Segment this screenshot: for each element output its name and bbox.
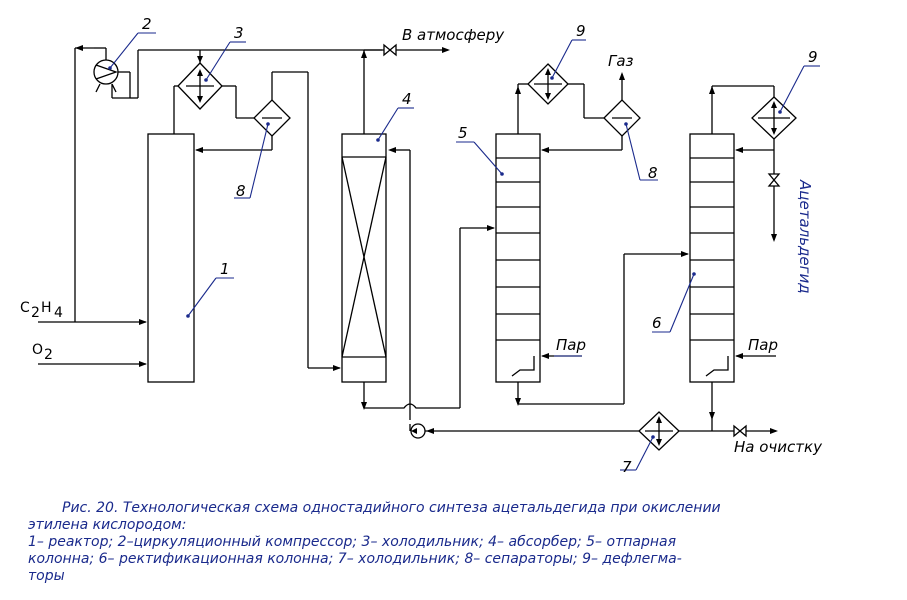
svg-text:2: 2 [44, 347, 53, 363]
svg-text:O: O [32, 342, 43, 358]
leader-6 [652, 272, 696, 333]
rectification-column-6 [689, 133, 735, 383]
callout-1: 1 [220, 260, 230, 278]
leader-3 [204, 41, 246, 82]
cooler-7 [638, 411, 680, 451]
label-acetaldehyde: Ацетальдегид [796, 179, 814, 294]
caption-line-5: торы [28, 568, 65, 584]
label-steam-5: Пар [556, 336, 586, 354]
callout-4: 4 [402, 90, 412, 108]
return-pump [410, 423, 426, 439]
label-gas: Газ [608, 52, 634, 70]
callout-2: 2 [142, 15, 152, 33]
reactor-1 [147, 133, 195, 383]
cooler-3 [177, 62, 223, 110]
leader-1 [186, 277, 234, 318]
callout-9a: 9 [576, 22, 586, 40]
leader-2 [108, 32, 156, 70]
label-ethylene: C 2 H 4 [20, 300, 63, 321]
label-oxygen: O 2 [32, 342, 53, 363]
callout-8b: 8 [648, 164, 658, 182]
atmosphere-valve [383, 43, 397, 57]
stripping-column-5 [495, 133, 541, 383]
callout-5: 5 [458, 124, 468, 142]
svg-text:4: 4 [54, 305, 63, 321]
callout-9b: 9 [808, 48, 818, 66]
dephlegmator-9b [751, 96, 797, 140]
leader-5 [456, 141, 504, 176]
purification-valve [733, 424, 747, 438]
compressor-2 [93, 59, 119, 93]
label-steam-6: Пар [748, 336, 778, 354]
dephlegmator-9a [527, 63, 569, 105]
callout-3: 3 [234, 24, 244, 42]
svg-text:2: 2 [31, 305, 40, 321]
caption-line-4: колонна; 6– ректификационная колонна; 7–… [28, 551, 682, 567]
leader-9a [550, 39, 586, 80]
caption-line-3: 1– реактор; 2–циркуляционный компрессор;… [28, 534, 676, 550]
separator-8b [603, 99, 641, 137]
process-flow-diagram: C 2 H 4 O 2 В атмосферу Газ Пар Пар Ацет… [20, 15, 823, 476]
label-to-purification: На очистку [734, 438, 823, 456]
leader-8a [234, 122, 270, 199]
callout-7: 7 [622, 458, 632, 476]
callout-8a: 8 [236, 182, 246, 200]
leader-9b [778, 65, 820, 114]
leader-4 [376, 107, 414, 142]
figure-caption: Рис. 20. Технологическая схема одностади… [28, 500, 898, 585]
leader-7 [620, 435, 655, 471]
svg-text:C: C [20, 300, 30, 316]
caption-line-1: Рис. 20. Технологическая схема одностади… [62, 500, 721, 516]
label-to-atmosphere: В атмосферу [402, 26, 505, 44]
absorber-4 [341, 133, 387, 383]
acetaldehyde-valve [767, 173, 781, 187]
caption-line-2: этилена кислородом: [28, 517, 187, 533]
svg-text:H: H [41, 300, 52, 316]
callout-6: 6 [652, 314, 662, 332]
leader-8b [624, 122, 658, 181]
separator-8a [253, 99, 291, 137]
